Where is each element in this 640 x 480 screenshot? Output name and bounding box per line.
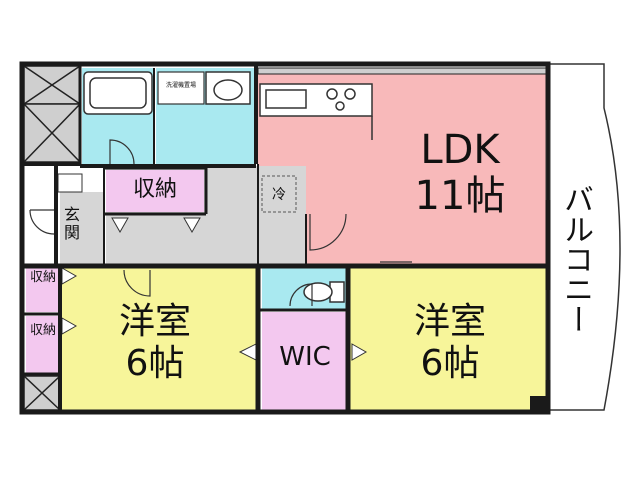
western-room-right-size: 6帖 — [420, 343, 480, 384]
toilet — [303, 281, 345, 303]
walls — [19, 61, 551, 415]
storage-side-2-floor — [26, 316, 60, 374]
entrance-floor — [60, 192, 104, 264]
storage-side-1-floor — [26, 268, 60, 312]
balcony — [547, 63, 621, 411]
kitchen-counter — [259, 83, 373, 140]
western-room-left-size: 6帖 — [125, 343, 185, 384]
storage-hall-label: 収納 — [132, 177, 177, 202]
wash-basin — [205, 71, 251, 105]
western-room-left-name: 洋室 — [118, 301, 191, 342]
door-swings — [29, 139, 412, 307]
washer-label: 洗濯機置場 — [165, 82, 196, 89]
fridge-box — [261, 175, 297, 213]
shaft-boxes — [23, 65, 549, 411]
wic-floor — [262, 312, 348, 410]
balcony-windows — [545, 120, 551, 380]
fridge-label: 冷 — [272, 187, 286, 203]
closet-markers — [61, 217, 368, 361]
storage-side-2-label: 収納 — [29, 323, 56, 338]
hall-floor-2 — [208, 166, 258, 266]
western-room-right-floor — [350, 268, 546, 410]
balcony-label: バルコニー — [558, 184, 593, 334]
wic-label: WIC — [279, 342, 331, 372]
western-room-left-floor — [62, 268, 258, 410]
storage-side-1-label: 収納 — [29, 270, 56, 285]
washer-area — [157, 71, 205, 105]
shoe-cabinet — [57, 173, 83, 193]
ldk-size: 11帖 — [414, 173, 506, 219]
entrance-label: 玄関 — [63, 205, 80, 242]
bathtub — [83, 71, 153, 115]
ldk-name: LDK — [420, 127, 500, 173]
western-room-right-name: 洋室 — [413, 301, 486, 342]
storage-hall-floor — [106, 170, 204, 212]
